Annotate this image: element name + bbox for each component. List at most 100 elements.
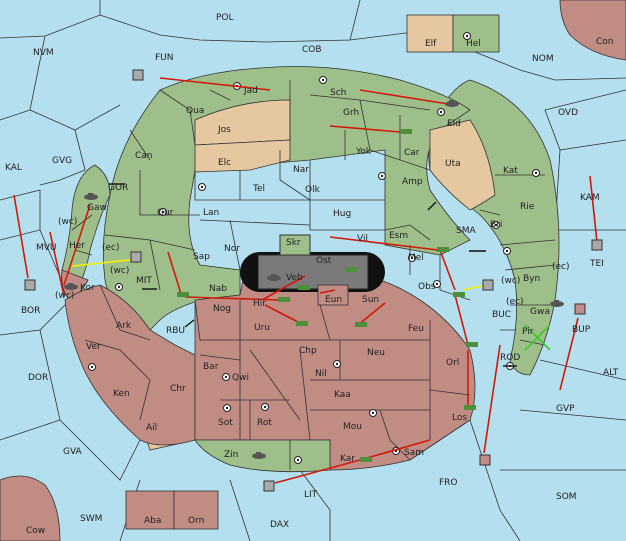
- label-swm: SWM: [80, 514, 102, 524]
- label-nil: Nil: [315, 369, 327, 379]
- ark-ver-ken-region[interactable]: [64, 284, 196, 446]
- label-mou: Mou: [343, 422, 362, 432]
- label-vil: Vil: [357, 234, 368, 244]
- label-bri: Bri: [490, 220, 502, 230]
- fleet-unit: [64, 283, 78, 290]
- order-arrow: [439, 249, 456, 291]
- order-arrow: [483, 344, 501, 454]
- eun-province[interactable]: [317, 284, 349, 306]
- label-tel: Tel: [252, 184, 265, 194]
- label-nom: NOM: [532, 54, 554, 64]
- elc-province[interactable]: [194, 139, 291, 173]
- label-ken: Ken: [113, 389, 130, 399]
- label-zin: Zin: [224, 450, 238, 460]
- label-wc4: (wc): [501, 276, 520, 286]
- province-borders: [71, 80, 556, 470]
- order-arrow: [559, 317, 579, 391]
- label-kor: Kor: [80, 283, 95, 293]
- label-sch: Sch: [330, 88, 346, 98]
- fleet-unit: [550, 300, 564, 307]
- orders: [13, 77, 598, 484]
- label-wc1: (wc): [58, 217, 77, 227]
- label-buc: BUC: [492, 310, 511, 320]
- label-grh: Grh: [343, 108, 359, 118]
- con-island[interactable]: [559, 0, 626, 61]
- label-sot: Sot: [218, 418, 233, 428]
- label-yok: Yok: [355, 147, 372, 157]
- orn-island[interactable]: [173, 490, 219, 530]
- cow-island[interactable]: [0, 475, 61, 541]
- sea-connection-icons: [109, 183, 517, 367]
- label-cob: COB: [302, 45, 322, 55]
- label-jad: Jad: [243, 86, 258, 96]
- label-mel: Mel: [408, 253, 424, 263]
- label-chr: Chr: [170, 384, 186, 394]
- label-fun: FUN: [155, 53, 174, 63]
- order-arrow: [261, 275, 306, 301]
- elf-island[interactable]: [406, 14, 454, 53]
- label-con: Con: [596, 37, 614, 47]
- label-jos: Jos: [217, 125, 231, 135]
- label-her: Her: [69, 241, 85, 251]
- label-sma: SMA: [456, 226, 476, 236]
- order-arrow: [359, 89, 449, 105]
- label-nar: Nar: [293, 165, 309, 175]
- label-wc2: (wc): [110, 266, 129, 276]
- label-neu: Neu: [367, 348, 385, 358]
- support-arrow: [462, 284, 486, 291]
- label-kat: Kat: [503, 166, 518, 176]
- uta-province[interactable]: [429, 119, 496, 211]
- label-rod: ROD: [500, 353, 520, 363]
- label-olk: Olk: [305, 185, 321, 195]
- label-elf: Elf: [425, 39, 437, 49]
- label-hel: Hel: [466, 39, 481, 49]
- label-orl: Orl: [446, 358, 459, 368]
- label-eld: Eld: [447, 119, 461, 129]
- label-obs: Obs: [418, 282, 436, 292]
- skr-province[interactable]: [279, 234, 311, 256]
- label-ec1: (ec): [102, 243, 120, 253]
- label-gor: GOR: [108, 183, 128, 193]
- label-uta: Uta: [445, 159, 461, 169]
- label-dor: DOR: [28, 373, 48, 383]
- fleet-unit: [252, 452, 266, 459]
- label-som: SOM: [556, 492, 577, 502]
- label-gaw: Gaw: [87, 203, 107, 213]
- order-arrow: [274, 459, 361, 484]
- fleet-unit: [84, 193, 98, 200]
- fleet-unit: [267, 274, 281, 281]
- label-rbu: RBU: [166, 326, 185, 336]
- order-arrow: [63, 204, 91, 286]
- label-qwi: Qwi: [232, 373, 249, 383]
- label-cow: Cow: [26, 526, 45, 536]
- label-amp: Amp: [402, 177, 423, 187]
- label-mit: MIT: [136, 276, 152, 286]
- label-nog: Nog: [213, 304, 231, 314]
- order-arrow: [329, 236, 439, 251]
- label-mvu: MVU: [36, 243, 57, 253]
- label-skr: Skr: [286, 238, 301, 248]
- convoy-line: [524, 324, 551, 351]
- label-nor: Nor: [224, 244, 240, 254]
- label-tei: TEI: [589, 259, 604, 269]
- label-kal: KAL: [5, 163, 22, 173]
- hel-island[interactable]: [452, 14, 500, 53]
- label-lit: LIT: [304, 490, 318, 500]
- label-orn: Orn: [188, 516, 204, 526]
- label-fro: FRO: [439, 478, 458, 488]
- label-car: Car: [404, 148, 420, 158]
- label-elc: Elc: [218, 158, 231, 168]
- label-ec2: (ec): [552, 262, 570, 272]
- label-pir: Pir: [522, 327, 534, 337]
- label-kar: Kar: [340, 454, 355, 464]
- unit-marker-red: [479, 303, 586, 466]
- label-kaa: Kaa: [334, 390, 351, 400]
- label-bup: BUP: [572, 325, 591, 335]
- label-eun: Eun: [325, 295, 342, 305]
- label-gvg: GVG: [52, 156, 72, 166]
- order-arrow: [49, 231, 65, 297]
- label-ost: Ost: [316, 256, 332, 266]
- order-arrow: [264, 304, 299, 323]
- order-arrow: [13, 194, 29, 279]
